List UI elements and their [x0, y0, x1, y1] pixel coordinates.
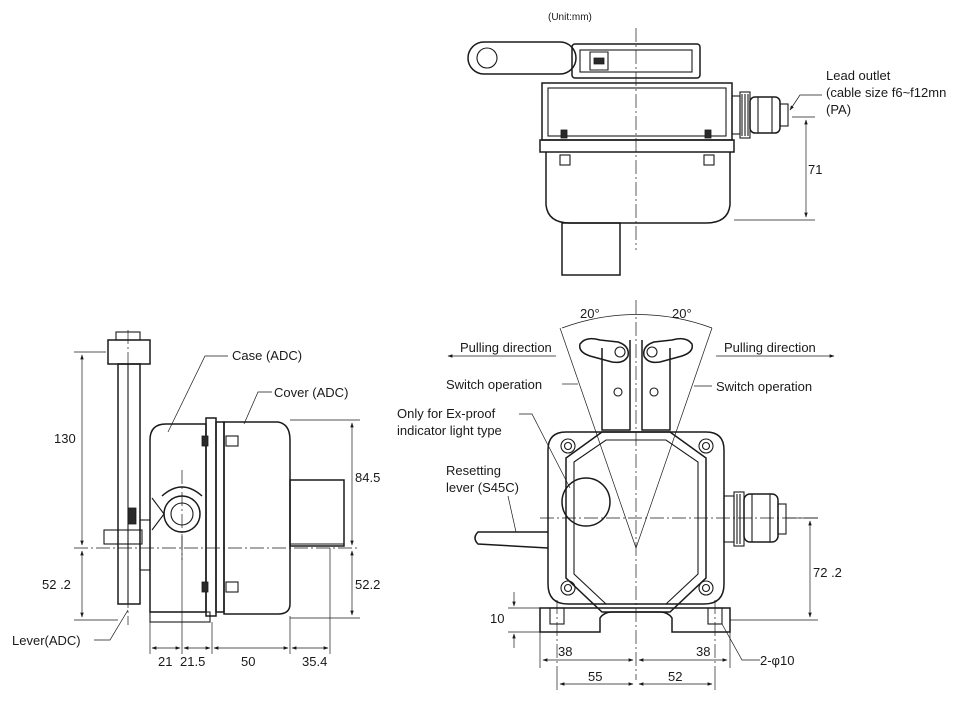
dim-130: 130 — [54, 431, 76, 446]
front-base — [539, 607, 731, 633]
dim-84-5: 84.5 — [355, 470, 380, 485]
top-body — [539, 82, 735, 276]
lead-outlet-label-1: Lead outlet — [826, 68, 891, 83]
angle-right: 20° — [672, 306, 692, 321]
indicator-light — [561, 477, 611, 527]
lead-outlet-label-2: (cable size f6~f12mn — [826, 85, 946, 100]
front-view: 20° 20° Pulling direction Pulling direct… — [397, 300, 842, 690]
top-view: (Unit:mm) — [467, 12, 946, 276]
dim-52: 52 — [668, 669, 682, 684]
side-cover — [223, 421, 291, 615]
unit-note: (Unit:mm) — [548, 12, 592, 23]
dim-38-left: 38 — [558, 644, 572, 659]
angle-left: 20° — [580, 306, 600, 321]
resetting-label-1: Resetting — [446, 463, 501, 478]
side-case — [149, 423, 207, 613]
front-cable-gland — [723, 491, 787, 547]
dim-52-2-right: 52.2 — [355, 577, 380, 592]
top-cable-gland — [731, 91, 789, 139]
resetting-label-2: lever (S45C) — [446, 480, 519, 495]
dim-35-4: 35.4 — [302, 654, 327, 669]
exproof-label-1: Only for Ex-proof — [397, 406, 496, 421]
switch-op-left: Switch operation — [446, 377, 542, 392]
lead-outlet-label-3: (PA) — [826, 102, 851, 117]
dim-72-2: 72 .2 — [813, 565, 842, 580]
dim-21: 21 — [158, 654, 172, 669]
dim-10: 10 — [490, 611, 504, 626]
hole-label: 2-φ10 — [760, 653, 794, 668]
dim-55: 55 — [588, 669, 602, 684]
dim-71: 71 — [808, 162, 822, 177]
front-screws — [560, 438, 714, 596]
side-view: Case (ADC) Cover (ADC) 130 52 .2 84.5 52… — [12, 330, 380, 669]
switch-op-right: Switch operation — [716, 379, 812, 394]
cover-label: Cover (ADC) — [274, 385, 348, 400]
dim-50: 50 — [241, 654, 255, 669]
dim-52-2-left: 52 .2 — [42, 577, 71, 592]
side-lever — [103, 331, 151, 605]
dim-38-right: 38 — [696, 644, 710, 659]
dim-21-5: 21.5 — [180, 654, 205, 669]
case-label: Case (ADC) — [232, 348, 302, 363]
pull-direction-right: Pulling direction — [724, 340, 816, 355]
lever-label: Lever(ADC) — [12, 633, 81, 648]
top-lever — [467, 41, 701, 79]
exproof-label-2: indicator light type — [397, 423, 502, 438]
pull-direction-left: Pulling direction — [460, 340, 552, 355]
